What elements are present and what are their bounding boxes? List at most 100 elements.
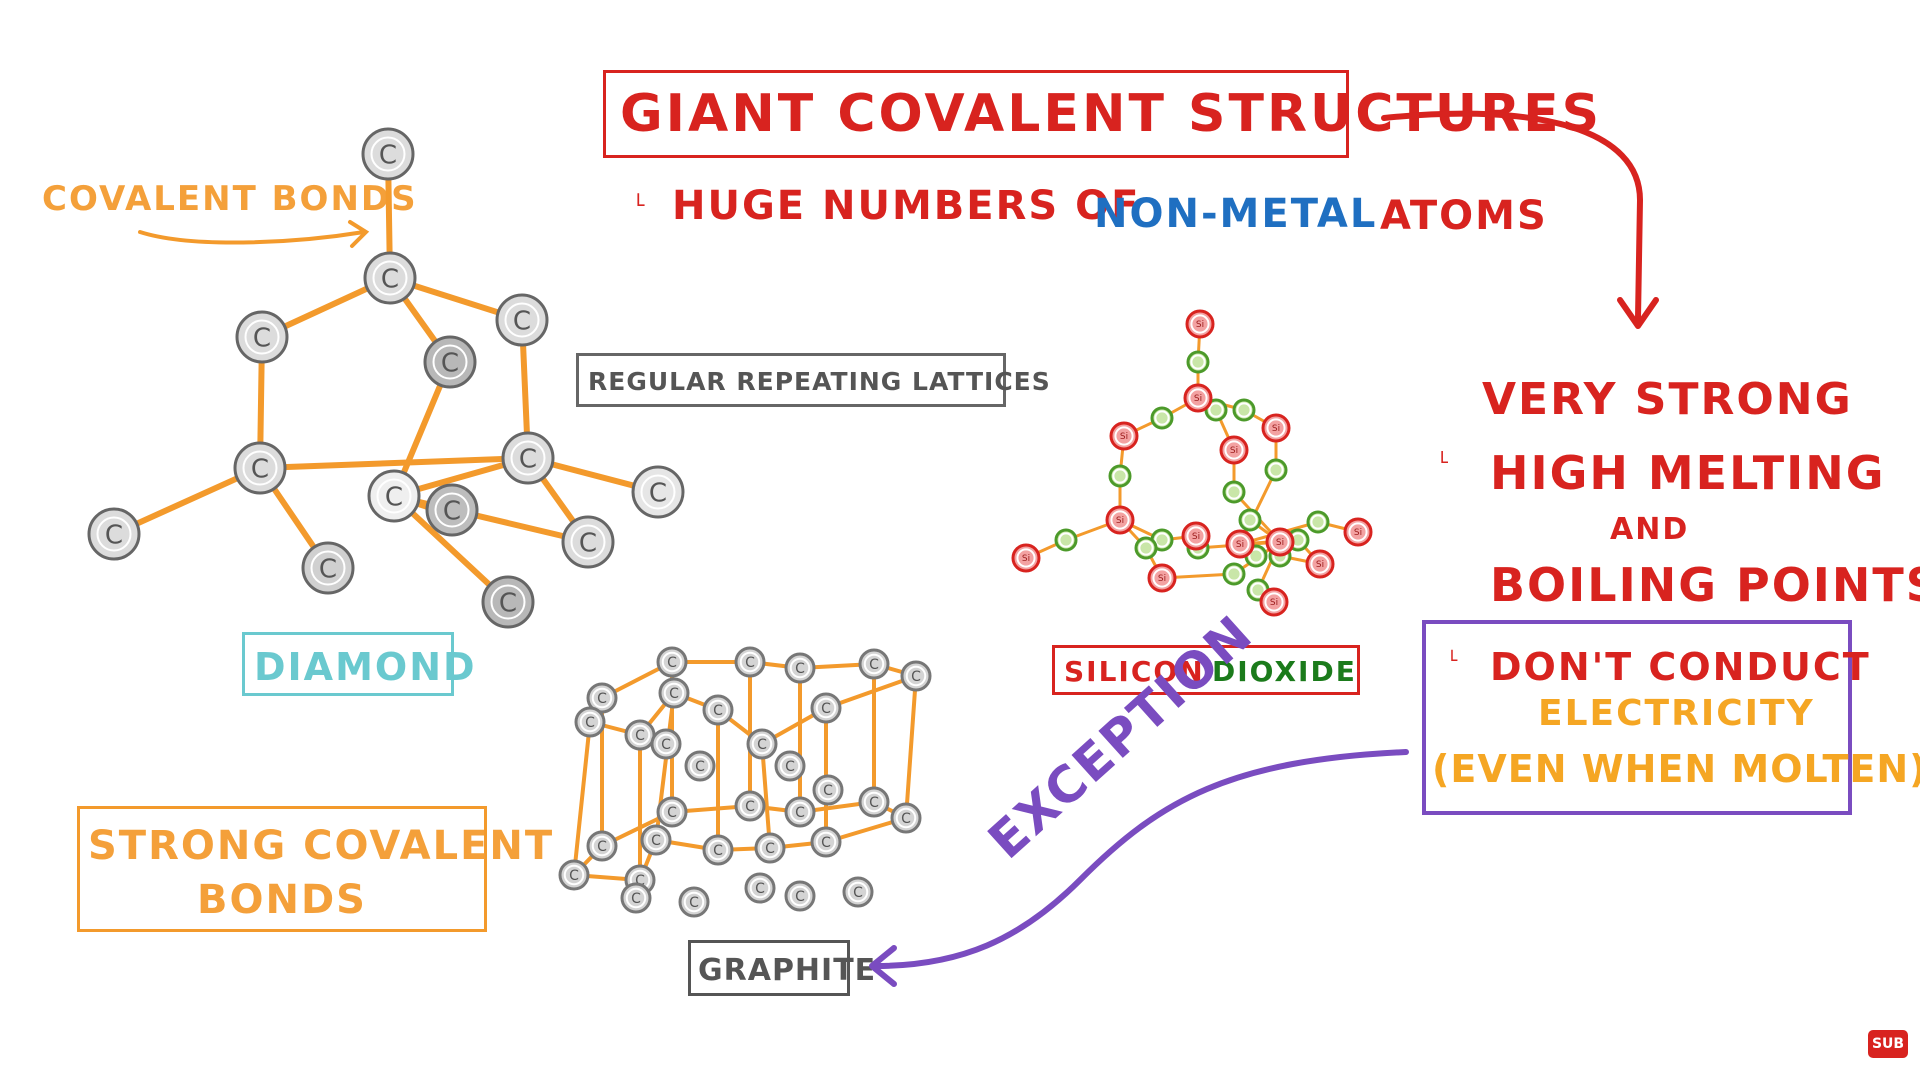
svg-text:C: C	[105, 520, 123, 550]
carbon-atom: C	[631, 465, 685, 519]
silicon-atom: Si	[1225, 529, 1255, 559]
svg-text:C: C	[649, 478, 667, 508]
svg-text:Si: Si	[1194, 394, 1202, 404]
covalent-bonds-arrow	[138, 230, 366, 245]
title-box	[603, 70, 1349, 158]
dioxide-label: Dioxide	[1212, 655, 1357, 688]
graphite-carbon-atom: C	[702, 834, 734, 866]
svg-text:C: C	[441, 348, 459, 378]
svg-text:C: C	[651, 833, 661, 849]
svg-text:C: C	[689, 895, 699, 911]
svg-text:Si: Si	[1116, 516, 1124, 526]
svg-text:C: C	[869, 795, 879, 811]
svg-text:C: C	[499, 588, 517, 618]
silicon-atom: Si	[1185, 309, 1215, 339]
svg-text:C: C	[745, 655, 755, 671]
graphite-label: Graphite	[698, 953, 877, 988]
svg-text:C: C	[869, 657, 879, 673]
svg-text:C: C	[597, 691, 607, 707]
graphite-bond	[760, 742, 772, 850]
carbon-atom: C	[363, 251, 417, 305]
even-when-molten-label: (Even when molten)	[1432, 747, 1920, 791]
silicon-atom: Si	[1305, 549, 1335, 579]
svg-text:C: C	[661, 737, 671, 753]
carbon-atom: C	[423, 335, 477, 389]
oxygen-atom	[1222, 562, 1246, 586]
graphite-carbon-atom: C	[810, 692, 842, 724]
svg-text:C: C	[635, 728, 645, 744]
graphite-carbon-atom: C	[558, 859, 590, 891]
covalent-bonds-arrow-head	[348, 220, 370, 248]
svg-text:Si: Si	[1276, 538, 1284, 548]
dont-conduct-label: Don't conduct	[1490, 645, 1871, 689]
carbon-atom: C	[361, 127, 415, 181]
svg-text:C: C	[585, 715, 595, 731]
svg-text:C: C	[635, 873, 645, 889]
graphite-carbon-atom: C	[858, 648, 890, 680]
svg-text:C: C	[695, 759, 705, 775]
graphite-carbon-atom: C	[744, 872, 776, 904]
carbon-atom: C	[495, 293, 549, 347]
high-melting-prefix: ˪	[1440, 437, 1452, 470]
graphite-carbon-atom: C	[734, 646, 766, 678]
lattice-label: Regular Repeating lattices	[588, 367, 1051, 396]
oxygen-atom	[1238, 508, 1262, 532]
carbon-atom: C	[501, 431, 555, 485]
graphite-carbon-atom: C	[754, 832, 786, 864]
svg-text:C: C	[821, 835, 831, 851]
graphite-box	[688, 940, 850, 996]
graphite-carbon-atom: C	[858, 786, 890, 818]
svg-text:C: C	[579, 528, 597, 558]
svg-text:Si: Si	[1270, 598, 1278, 608]
diamond-box	[242, 632, 454, 696]
oxygen-atom	[1054, 528, 1078, 552]
carbon-atom: C	[367, 469, 421, 523]
oxygen-atom	[1134, 536, 1158, 560]
graphite-carbon-atom: C	[810, 826, 842, 858]
carbon-atom: C	[561, 515, 615, 569]
svg-text:Si: Si	[1192, 532, 1200, 542]
diamond-bond	[111, 465, 263, 537]
silicon-dioxide-box	[1052, 645, 1360, 695]
svg-text:C: C	[795, 889, 805, 905]
svg-text:Si: Si	[1316, 560, 1324, 570]
silicon-label: Silicon	[1064, 655, 1205, 688]
graphite-carbon-atom: C	[812, 774, 844, 806]
svg-text:C: C	[713, 703, 723, 719]
subtitle-part3: Atoms	[1380, 193, 1548, 239]
conduct-box	[1422, 620, 1852, 815]
dont-conduct-prefix: ˪	[1450, 638, 1461, 668]
carbon-atom: C	[235, 310, 289, 364]
oxygen-atom	[1150, 406, 1174, 430]
silicon-atom: Si	[1183, 383, 1213, 413]
svg-text:C: C	[631, 891, 641, 907]
graphite-carbon-atom: C	[746, 728, 778, 760]
graphite-carbon-atom: C	[650, 728, 682, 760]
exception-arrow-head	[869, 945, 897, 987]
covalent-bonds-label: Covalent bonds	[42, 179, 418, 219]
graphite-carbon-atom: C	[784, 652, 816, 684]
graphite-carbon-atom: C	[702, 694, 734, 726]
graphite-carbon-atom: C	[784, 880, 816, 912]
svg-text:Si: Si	[1236, 540, 1244, 550]
graphite-bond	[824, 674, 918, 710]
graphite-carbon-atom: C	[678, 886, 710, 918]
svg-text:C: C	[755, 881, 765, 897]
svg-text:C: C	[795, 805, 805, 821]
subtitle-prefix: ˪	[636, 179, 648, 214]
oxygen-atom	[1222, 480, 1246, 504]
svg-text:C: C	[597, 839, 607, 855]
subtitle-badge[interactable]: SUB	[1868, 1030, 1908, 1058]
svg-text:C: C	[765, 841, 775, 857]
graphite-carbon-atom: C	[890, 802, 922, 834]
silicon-atom: Si	[1147, 563, 1177, 593]
svg-text:C: C	[713, 843, 723, 859]
svg-text:C: C	[823, 783, 833, 799]
svg-text:Si: Si	[1158, 574, 1166, 584]
svg-text:Si: Si	[1196, 320, 1204, 330]
graphite-carbon-atom: C	[774, 750, 806, 782]
oxygen-atom	[1306, 510, 1330, 534]
oxygen-atom	[1186, 350, 1210, 374]
svg-text:C: C	[853, 885, 863, 901]
